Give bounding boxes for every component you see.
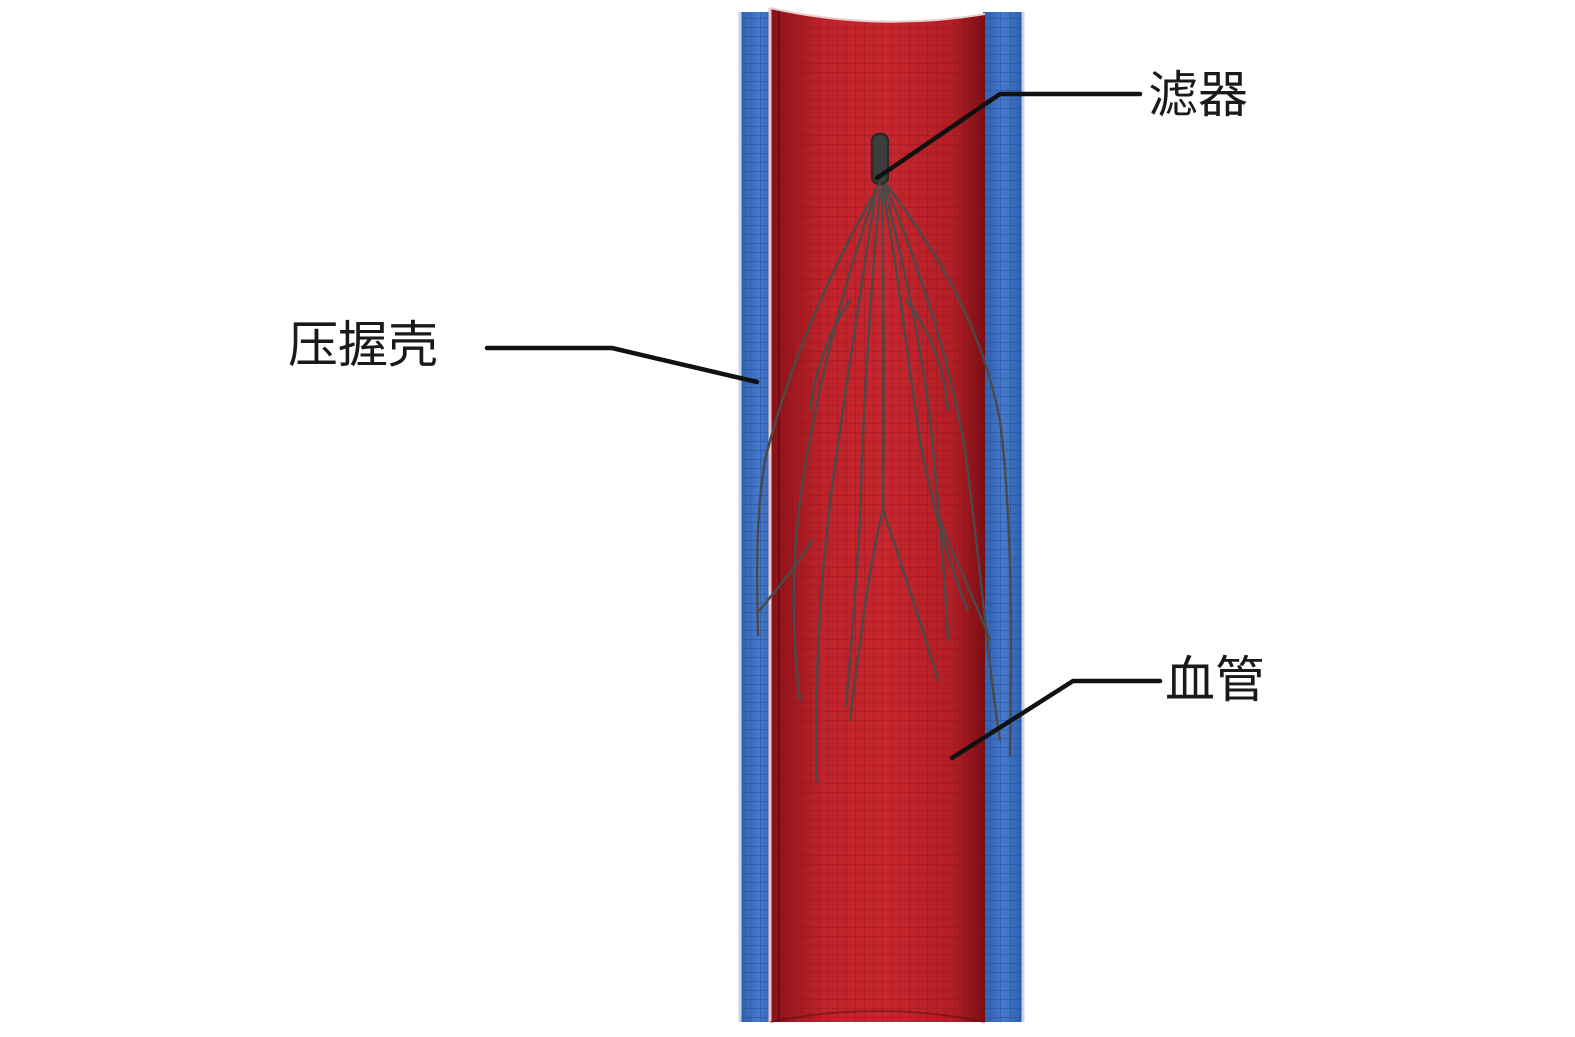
filter-leader-line	[874, 91, 1143, 181]
leader-lines	[484, 91, 1163, 761]
crimp-shell-label: 压握壳	[288, 316, 438, 374]
vessel	[768, 7, 986, 1023]
vessel-leader-line	[949, 678, 1163, 761]
crimp-shell-leader-line	[484, 345, 760, 385]
vessel-label: 血管	[1165, 651, 1265, 709]
filter-label: 滤器	[1148, 66, 1248, 124]
